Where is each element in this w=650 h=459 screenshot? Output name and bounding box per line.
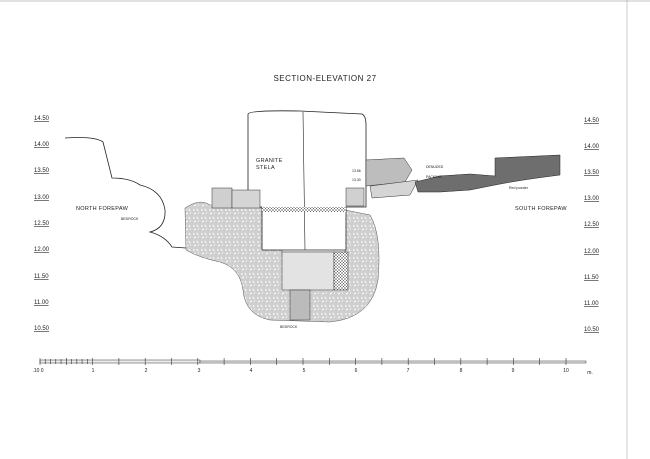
granite-label: GRANITE [256, 158, 283, 164]
elevation-scale-left: 14.50 14.00 13.50 13.00 12.50 12.00 11.5… [34, 116, 50, 332]
south-forepaw-dark [414, 154, 561, 193]
elevation-label: 14.50 [584, 118, 600, 124]
level-label: 13.30 [352, 178, 361, 182]
elevation-label: 14.00 [34, 142, 50, 148]
block [211, 187, 233, 209]
scale-tick-label: 1 [92, 368, 95, 374]
packing-block [369, 179, 419, 199]
block [281, 251, 335, 291]
elevation-label: 12.00 [34, 247, 50, 253]
elevation-label: 11.00 [584, 301, 599, 307]
drawing-title: SECTION-ELEVATION 27 [273, 74, 376, 83]
scale-tick-label: 4 [250, 368, 253, 374]
scale-tick-label: 6 [355, 368, 358, 374]
scale-bar: .10 0 1 2 3 4 5 6 7 8 9 10 m. [32, 359, 593, 376]
elevation-label: 10.50 [584, 327, 600, 333]
red-powder-label: Red powder [509, 186, 529, 190]
scale-tick-label: 5 [303, 368, 306, 374]
elevation-label: 13.00 [34, 195, 50, 201]
scale-tick-label: 2 [145, 368, 148, 374]
level-label: 13.56 [352, 169, 361, 173]
scale-tick-label: 8 [460, 368, 463, 374]
bedrock-label: BEDROCK [121, 217, 139, 221]
granite-stela [247, 110, 367, 251]
packing-label: PACKING [426, 175, 442, 179]
scale-unit-label: m. [587, 370, 593, 376]
hatched-band [262, 207, 346, 212]
elevation-label: 11.50 [584, 275, 599, 281]
block [289, 289, 311, 321]
elevation-label: 13.00 [584, 196, 600, 202]
north-forepaw-label: NORTH FOREPAW [76, 206, 129, 212]
elevation-label: 13.50 [584, 170, 600, 176]
hatched-block [333, 251, 349, 291]
elevation-label: 14.00 [584, 144, 600, 150]
stela-joint [302, 111, 306, 251]
scale-tick-label: 9 [512, 368, 515, 374]
elevation-label: 12.50 [34, 221, 50, 227]
south-forepaw-label: SOUTH FOREPAW [515, 206, 567, 212]
elevation-label: 12.50 [584, 222, 600, 228]
denuded-block [365, 157, 413, 187]
scale-tick-label: .10 0 [32, 368, 43, 374]
elevation-label: 13.50 [34, 168, 50, 174]
north-forepaw-outline [64, 137, 187, 249]
elevation-label: 11.00 [34, 300, 49, 306]
elevation-label: 11.50 [34, 274, 49, 280]
scale-tick-label: 7 [407, 368, 410, 374]
elevation-label: 10.50 [34, 326, 50, 332]
elevation-label: 14.50 [34, 116, 50, 122]
bedrock-label: BEDROCK [280, 325, 298, 329]
block [345, 187, 365, 207]
denuded-label: DENUDED [426, 165, 444, 169]
block [231, 189, 261, 209]
scale-tick-label: 10 [563, 368, 569, 374]
stela-label: STELA [256, 165, 275, 171]
scale-tick-label: 3 [198, 368, 201, 374]
elevation-scale-right: 14.50 14.00 13.50 13.00 12.50 12.00 11.5… [584, 118, 600, 333]
elevation-label: 12.00 [584, 249, 600, 255]
